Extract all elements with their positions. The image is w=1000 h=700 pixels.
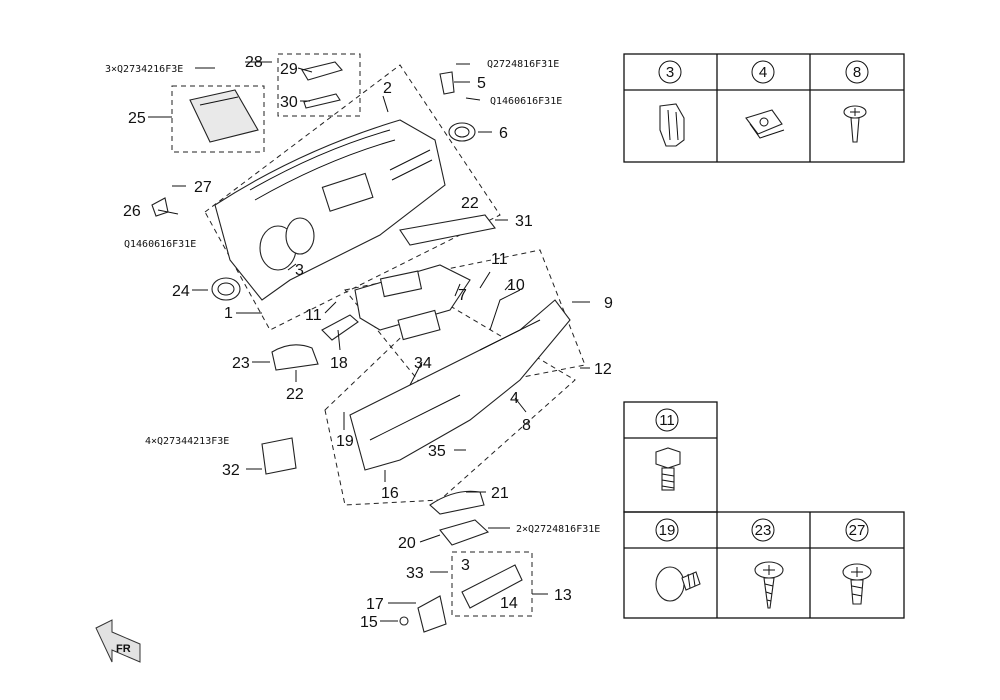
- part-number-label: Q1460616F31E: [490, 96, 562, 107]
- callout-15: 15: [360, 614, 378, 631]
- steering-column-cover-lower-part: [439, 519, 490, 546]
- part-number-label: 3×Q2734216F3E: [105, 64, 183, 75]
- side-vent-right-part: [448, 122, 476, 142]
- callout-23: 23: [232, 355, 250, 372]
- lower-panel-frame-part: [349, 289, 571, 471]
- callout-9: 9: [604, 295, 613, 312]
- instrument-panel-part: [214, 119, 446, 301]
- callout-31: 31: [515, 213, 533, 230]
- callout-18: 18: [330, 355, 348, 372]
- glovebox-group-outline: [451, 551, 533, 617]
- callout-22-lower: 22: [286, 386, 304, 403]
- part-number-label: 2×Q2724816F31E: [516, 524, 600, 535]
- callout-25: 25: [128, 110, 146, 127]
- side-panel-part: [261, 437, 297, 475]
- speed-nut-icon: [745, 109, 785, 139]
- fastener-table-mid: 11: [623, 401, 718, 513]
- steering-column-cover-upper-part: [429, 490, 485, 515]
- clip-fastener-icon: [659, 103, 685, 147]
- callout-12: 12: [594, 361, 612, 378]
- callout-20: 20: [398, 535, 416, 552]
- flange-screw-icon: [842, 563, 872, 605]
- callout-3-glovebox: 3: [461, 557, 470, 574]
- glovebox-part: [461, 564, 523, 609]
- callout-7: 7: [458, 287, 467, 304]
- callout-6: 6: [499, 125, 508, 142]
- bolt-icon: [655, 447, 681, 491]
- callout-33: 33: [406, 565, 424, 582]
- screw-icon: [843, 105, 867, 143]
- leader-lines: [148, 61, 590, 622]
- callout-22-upper: 22: [461, 195, 479, 212]
- callout-1: 1: [224, 305, 233, 322]
- top-vent-group-outline: [171, 85, 265, 153]
- upper-panel-group-outline: [204, 64, 501, 331]
- callout-17: 17: [366, 596, 384, 613]
- center-console-bezel-part: [354, 264, 471, 341]
- part-number-label: Q2724816F31E: [487, 59, 559, 70]
- fastener-15-part: [399, 616, 409, 626]
- front-direction-label: FR: [116, 643, 131, 655]
- tapping-screw-icon: [754, 561, 784, 609]
- lower-panel-group-outline: [324, 299, 576, 506]
- callout-34: 34: [414, 355, 432, 372]
- side-vent-left-part: [211, 277, 241, 301]
- bracket-part: [439, 71, 455, 95]
- callout-28: 28: [245, 54, 263, 71]
- callout-27: 27: [194, 179, 212, 196]
- callout-4: 4: [510, 390, 519, 407]
- fastener-table-bottom: 19 23 27: [623, 511, 905, 619]
- table-header-3: 3: [666, 64, 674, 81]
- callout-24: 24: [172, 283, 190, 300]
- callout-14: 14: [500, 595, 518, 612]
- column-cover-part: [271, 344, 319, 371]
- callout-35: 35: [428, 443, 446, 460]
- clip-part: [151, 197, 169, 217]
- callout-30: 30: [280, 94, 298, 111]
- callout-32: 32: [222, 462, 240, 479]
- trim-pieces-part: [301, 61, 343, 109]
- top-vent-panel-part: [189, 89, 259, 143]
- callout-11-right: 11: [491, 251, 508, 268]
- table-header-11: 11: [659, 412, 675, 429]
- side-trim-part: [321, 314, 359, 341]
- callout-5: 5: [477, 75, 486, 92]
- part-number-label: 4×Q27344213F3E: [145, 436, 229, 447]
- callout-10: 10: [507, 277, 525, 294]
- callout-11-left: 11: [305, 307, 322, 324]
- table-header-4: 4: [759, 64, 767, 81]
- push-pin-icon: [655, 566, 701, 602]
- storage-box-part: [417, 595, 447, 633]
- table-header-27: 27: [849, 522, 866, 539]
- fastener-table-top: 3 4 8: [623, 53, 905, 163]
- table-header-8: 8: [853, 64, 861, 81]
- trim-group-outline: [277, 53, 361, 117]
- callout-3: 3: [295, 262, 304, 279]
- callout-19: 19: [336, 433, 354, 450]
- front-direction-arrow-icon: FR: [95, 619, 141, 663]
- table-header-19: 19: [659, 522, 676, 539]
- table-header-23: 23: [755, 522, 772, 539]
- callout-8: 8: [522, 417, 531, 434]
- center-console-group-outline: [344, 249, 586, 396]
- callout-2: 2: [383, 80, 392, 97]
- part-number-label: Q1460616F31E: [124, 239, 196, 250]
- callout-13: 13: [554, 587, 572, 604]
- callout-16: 16: [381, 485, 399, 502]
- callout-29: 29: [280, 61, 298, 78]
- callout-21: 21: [491, 485, 509, 502]
- callout-26: 26: [123, 203, 141, 220]
- trim-strip-part: [399, 214, 496, 246]
